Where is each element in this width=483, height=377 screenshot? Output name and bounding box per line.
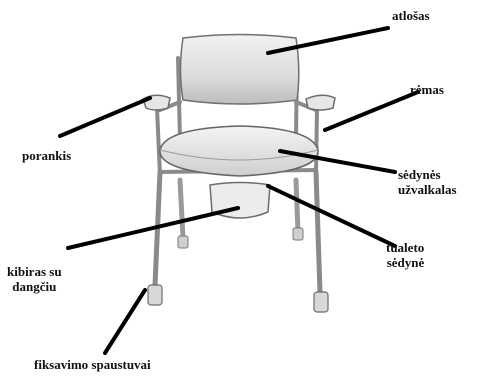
label-bucket: kibiras su dangčiu	[7, 264, 62, 294]
seat-cushion	[160, 126, 318, 176]
front-leg-clamps	[148, 285, 328, 312]
label-armrest: porankis	[22, 148, 71, 163]
leader-clamps	[105, 290, 145, 353]
label-frame: rėmas	[410, 82, 444, 97]
label-clamps: fiksavimo spaustuvai	[34, 357, 151, 372]
leader-frame	[325, 92, 418, 130]
leader-toilet-seat	[268, 186, 395, 246]
label-backrest: atlošas	[392, 8, 430, 23]
label-seat-cover: sėdynės užvalkalas	[398, 167, 457, 197]
label-toilet-seat: tualeto sėdynė	[386, 240, 424, 270]
rear-leg-tips	[178, 228, 303, 248]
leader-armrest	[60, 98, 150, 136]
backrest-cushion	[181, 35, 299, 105]
leader-bucket	[68, 208, 238, 248]
